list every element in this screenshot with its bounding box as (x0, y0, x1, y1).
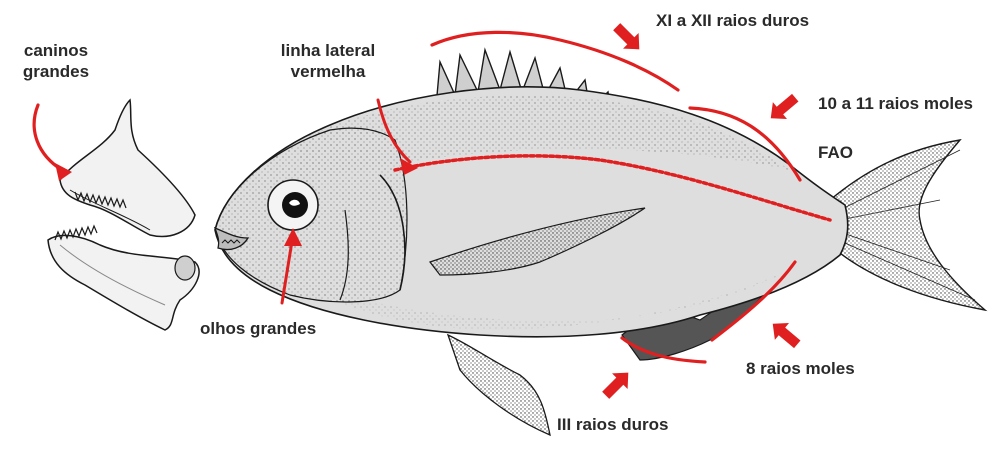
caudal-fin (830, 140, 985, 310)
label-linha-lateral: linha lateral vermelha (258, 40, 398, 82)
label-caninos-line2: grandes (6, 61, 106, 82)
canine-arrow-line (34, 105, 62, 170)
block-arrow-8raios (766, 315, 805, 352)
label-linha-line2: vermelha (258, 61, 398, 82)
label-caninos-line1: caninos (6, 40, 106, 61)
label-fao: FAO (818, 142, 853, 163)
label-xi-xii-raios-duros: XI a XII raios duros (656, 10, 809, 31)
jaw-illustration (48, 100, 199, 330)
label-10-a-11-raios-moles: 10 a 11 raios moles (818, 93, 973, 114)
label-8-raios-moles: 8 raios moles (746, 358, 855, 379)
pelvic-fin (448, 335, 550, 435)
label-olhos-grandes: olhos grandes (200, 318, 316, 339)
block-arrow-xi (609, 19, 647, 57)
lower-jaw (48, 235, 199, 330)
block-arrow-10a11 (764, 89, 803, 126)
upper-jaw (60, 100, 195, 236)
label-linha-line1: linha lateral (258, 40, 398, 61)
label-caninos-grandes: caninos grandes (6, 40, 106, 82)
block-arrow-iii (598, 365, 636, 403)
label-iii-raios-duros: III raios duros (557, 414, 668, 435)
